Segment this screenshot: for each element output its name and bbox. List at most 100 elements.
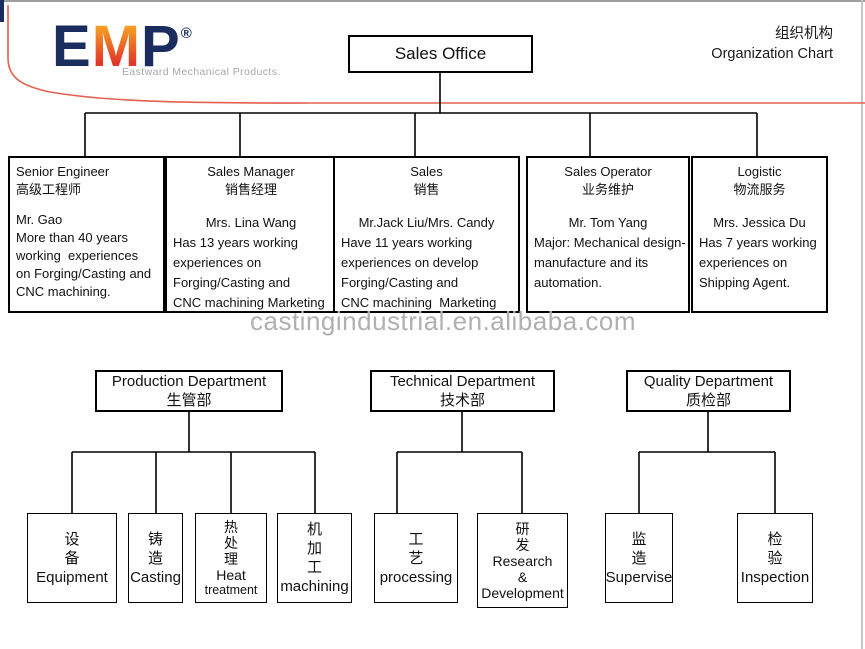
staff-detail-line: experiences on [699,255,788,270]
leaf-box-inspection: 检 验 Inspection [737,513,813,603]
dept-name-zh: 质检部 [685,392,731,409]
staff-title-en: Sales Operator [564,164,652,179]
leaf-line: 工 [306,559,322,576]
staff-title: Logistic 物流服务 [699,163,820,199]
leaf-line: 造 [147,549,163,567]
leaf-box-supervise: 监 造 Supervise [605,513,673,603]
staff-detail-line: automation. [534,275,602,290]
leaf-box-equipment: 设 备 Equipment [27,513,117,603]
dept-box-technical: Technical Department 技术部 [370,370,555,412]
staff-details: Have 11 years working experiences on dev… [341,233,512,311]
leaf-line: 设 [64,530,80,548]
staff-title-zh: 业务维护 [581,182,634,197]
staff-title-zh: 销售经理 [224,182,277,197]
staff-detail-line: manufacture and its [534,255,649,270]
dept-name-zh: 生管部 [166,392,212,409]
emp-logo-text: EMP® [52,4,192,77]
leaf-line: Supervise [605,568,673,586]
staff-title: Sales 销售 [341,163,512,199]
dept-name-en: Technical Department [389,373,536,390]
chart-title: 组织机构 Organization Chart [711,24,833,64]
leaf-line: 机 [306,521,322,538]
leaf-line: 工 [408,530,424,548]
dept-name-en: Quality Department [643,373,774,390]
dept-box-quality: Quality Department 质检部 [626,370,791,412]
staff-title: Senior Engineer 高级工程师 [16,163,157,199]
logo-letter-e: E [52,14,92,79]
staff-detail-line: CNC machining. [16,284,111,299]
top-border-line [0,0,865,2]
dept-name-en: Production Department [111,373,267,390]
staff-name: Mr.Jack Liu/Mrs. Candy [358,215,495,230]
staff-detail-line: Forging/Casting and [173,275,291,290]
staff-details: Major: Mechanical design- manufacture an… [534,233,686,293]
leaf-line: 铸 [147,530,163,548]
staff-name: Mrs. Jessica Du [713,215,806,230]
staff-box-sales-manager: Sales Manager 销售经理 Mrs. Lina Wang Has 13… [165,156,337,313]
emp-logo: EMP® Eastward Mechanical Products. [52,4,280,79]
production-tree-lines [71,412,316,514]
staff-detail-line: experiences on [173,255,262,270]
leaf-line: 验 [767,549,783,567]
chart-title-zh: 组织机构 [775,26,833,42]
registered-trademark-symbol: ® [180,25,192,42]
staff-detail-line: Has 7 years working [699,235,817,250]
leaf-line: 加 [306,540,322,557]
technical-tree-lines [396,412,523,514]
staff-box-sales: Sales 销售 Mr.Jack Liu/Mrs. Candy Have 11 … [333,156,520,313]
leaf-box-processing: 工 艺 processing [374,513,458,603]
right-border-line [861,0,863,649]
staff-title: Sales Manager 销售经理 [173,163,329,199]
leaf-line: 造 [631,549,647,567]
leaf-line: Equipment [36,568,108,586]
staff-title-en: Sales [410,164,443,179]
corner-accent-bar [0,0,4,22]
leaf-line: 热 [224,518,238,535]
leaf-line: 监 [631,530,647,548]
staff-box-sales-operator: Sales Operator 业务维护 Mr. Tom Yang Major: … [526,156,690,313]
dept-box-production: Production Department 生管部 [95,370,283,412]
staff-name: Mrs. Lina Wang [205,215,297,230]
leaf-line: machining [280,578,349,595]
logo-letter-m: M [91,14,142,79]
staff-box-senior-engineer: Senior Engineer 高级工程师 Mr. Gao More than … [8,156,165,313]
staff-detail-line: Have 11 years working [341,235,473,250]
chart-title-en: Organization Chart [711,46,833,62]
staff-detail-line: Has 13 years working [173,235,298,250]
staff-detail-line: experiences on develop [341,255,479,270]
staff-title-zh: 高级工程师 [16,182,82,197]
leaf-line: Research [492,552,553,569]
leaf-line: 检 [767,530,783,548]
staff-detail-line: More than 40 years [16,230,129,245]
leaf-line: 发 [515,536,530,553]
staff-name: Mr. Gao [16,212,63,227]
staff-detail-line: Shipping Agent. [699,275,791,290]
staff-details: Has 13 years working experiences on Forg… [173,233,329,311]
top-tree-lines [84,73,758,157]
leaf-line: Development [481,584,564,601]
staff-title-en: Logistic [737,164,782,179]
staff-detail-line: Major: Mechanical design- [534,235,686,250]
staff-name: Mr. Tom Yang [568,215,648,230]
dept-name-zh: 技术部 [439,392,485,409]
leaf-line: Heat [216,566,246,583]
leaf-line: 处 [224,534,238,551]
leaf-line: 艺 [408,549,424,567]
leaf-line: & [517,568,528,585]
logo-tagline: Eastward Mechanical Products. [122,66,281,78]
leaf-box-casting: 铸 造 Casting [128,513,183,603]
leaf-box-machining: 机 加 工 machining [277,513,352,603]
sales-office-label: Sales Office [394,44,487,63]
staff-title-zh: 物流服务 [733,182,786,197]
staff-details: More than 40 years working experiences o… [16,229,157,301]
staff-title-en: Sales Manager [207,164,295,179]
leaf-line: processing [379,568,453,586]
staff-title-en: Senior Engineer [16,164,110,179]
staff-detail-line: CNC machining Marketing [173,295,325,310]
staff-detail-line: CNC machining Marketing [341,295,497,310]
staff-detail-line: on Forging/Casting and [16,266,152,281]
quality-tree-lines [638,412,776,514]
